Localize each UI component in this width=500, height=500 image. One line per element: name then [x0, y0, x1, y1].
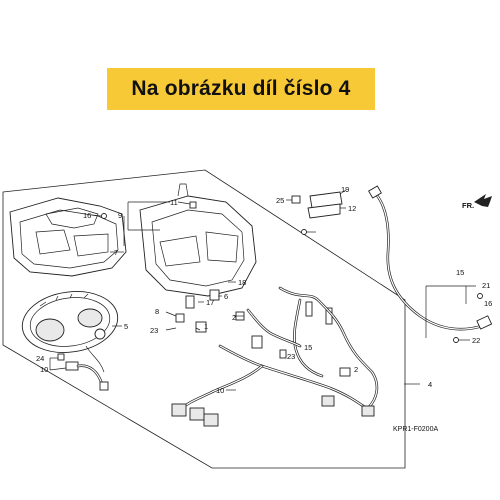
callout-19: 21 — [482, 281, 490, 290]
callout-5: 6 — [224, 292, 228, 301]
bulb-socket-part — [57, 353, 109, 391]
callout-20: 22 — [472, 336, 480, 345]
callout-13: 15 — [456, 268, 464, 277]
callout-15: 15 — [304, 343, 312, 352]
wire-harness-part — [171, 286, 379, 427]
callout-10: 10 — [216, 386, 224, 395]
callout-21: 23 — [287, 352, 295, 361]
callout-8: 9 — [118, 211, 122, 220]
callout-11: 11 — [170, 198, 178, 207]
callout-2b: 2 — [354, 365, 358, 374]
callout-3: 4 — [428, 380, 432, 389]
callout-18: 19 — [341, 185, 349, 194]
callout-labels: 16 7 9 11 5 24 10 19 12 25 15 21 16 22 4… — [36, 185, 492, 395]
callout-6: 7 — [114, 248, 118, 257]
diagram-frame — [2, 169, 406, 469]
callout-7: 8 — [155, 307, 159, 316]
callout-1: 1 — [204, 322, 208, 331]
meter-cover-part — [9, 197, 127, 277]
callout-22: 24 — [36, 354, 44, 363]
title-banner: Na obrázku díl číslo 4 — [107, 68, 375, 110]
callout-2a: 2 — [232, 313, 236, 322]
callout-17b: 18 — [238, 278, 246, 287]
callout-4: 5 — [124, 322, 128, 331]
callout-12: 12 — [348, 204, 356, 213]
connector-parts — [175, 289, 351, 377]
screw-16-part — [101, 213, 107, 219]
speedometer-part — [21, 291, 119, 373]
diagram-code: KPR1-F0200A — [393, 426, 438, 433]
callout-17a: 17 — [206, 298, 214, 307]
callout-24: 25 — [276, 196, 284, 205]
callout-9: 10 — [40, 365, 48, 374]
callout-23: 23 — [150, 326, 158, 335]
speedometer-cable-part — [368, 185, 493, 343]
meter-case-part — [139, 183, 257, 297]
indicator-unit-part — [291, 191, 343, 235]
fr-label: FR. — [462, 201, 474, 210]
callout-lines — [49, 189, 476, 391]
callout-14: 16 — [484, 299, 492, 308]
front-direction-arrow: FR. — [462, 194, 492, 210]
callout-16: 16 — [83, 211, 91, 220]
banner-title: Na obrázku díl číslo 4 — [131, 77, 351, 100]
